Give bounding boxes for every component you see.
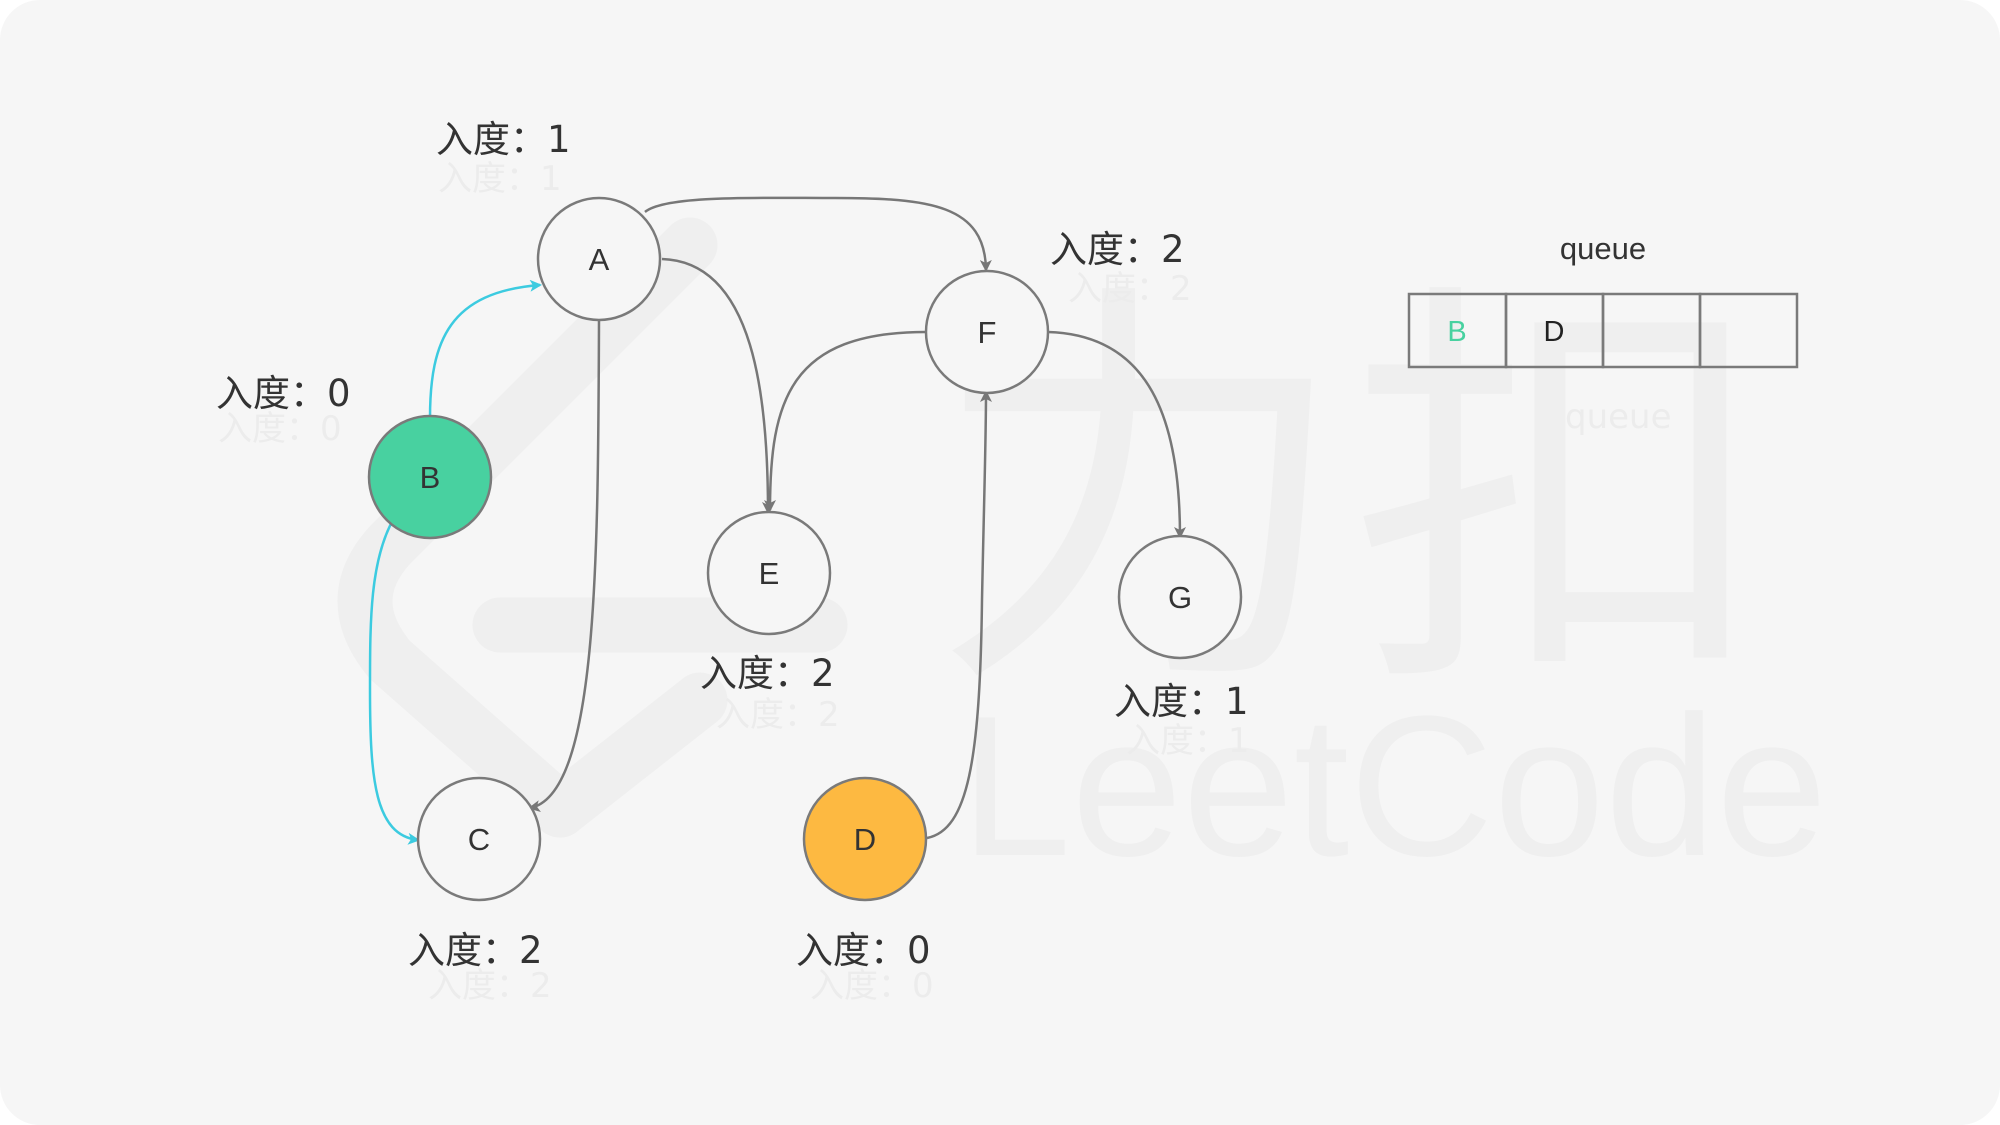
- indegree-ghost-d: 入度：0: [810, 966, 934, 1006]
- edge-f-g: [1047, 330, 1186, 539]
- graph-edges: [368, 196, 1186, 845]
- queue-ghost-title: queue: [1565, 397, 1672, 437]
- node-b: B: [367, 414, 493, 540]
- queue-title: queue: [1560, 231, 1646, 266]
- indegree-label-d: 入度：0: [796, 929, 931, 972]
- queue-item: B: [1447, 316, 1466, 348]
- indegree-ghost-e: 入度：2: [716, 695, 840, 735]
- node-g: G: [1117, 534, 1243, 660]
- node-d-label: D: [854, 822, 876, 857]
- node-b-label: B: [420, 460, 441, 495]
- indegree-label-f: 入度：2: [1050, 228, 1185, 271]
- node-f: F: [924, 269, 1050, 395]
- svg-text:力扣: 力扣: [930, 251, 1770, 740]
- edge-b-a: [428, 279, 542, 419]
- queue-cell: [1698, 292, 1799, 369]
- indegree-ghost-a: 入度：1: [438, 159, 562, 199]
- indegree-label-e: 入度：2: [700, 652, 835, 695]
- indegree-label-b: 入度：0: [216, 372, 351, 415]
- indegree-label-a: 入度：1: [436, 118, 571, 161]
- node-e: E: [706, 510, 832, 636]
- edge-b-c: [368, 517, 420, 845]
- node-a: A: [536, 196, 662, 322]
- queue: queue queue B D: [1407, 231, 1799, 437]
- indegree-ghost-f: 入度：2: [1068, 269, 1192, 309]
- indegree-label-g: 入度：1: [1114, 680, 1249, 723]
- edge-a-e: [661, 257, 774, 514]
- edge-d-f: [926, 390, 992, 840]
- indegree-ghost-c: 入度：2: [428, 966, 552, 1006]
- queue-cells: B D: [1407, 292, 1799, 369]
- watermark-brand-cn: 力扣: [930, 251, 1770, 740]
- node-f-label: F: [978, 315, 997, 350]
- indegree-ghost-b: 入度：0: [218, 409, 342, 449]
- queue-item: D: [1544, 316, 1565, 348]
- edge-a-c: [528, 319, 601, 812]
- indegree-labels: 入度：1 入度：1 入度：0 入度：0 入度：2 入度：2 入度：0 入度：0 …: [216, 118, 1250, 1006]
- indegree-ghost-g: 入度：1: [1126, 721, 1250, 761]
- graph-nodes: A B C D E F G: [367, 196, 1243, 902]
- indegree-label-c: 入度：2: [408, 929, 543, 972]
- node-c: C: [416, 776, 542, 902]
- edge-f-e: [764, 330, 927, 512]
- node-c-label: C: [468, 822, 490, 857]
- node-d: D: [802, 776, 928, 902]
- edge-a-f: [644, 196, 992, 272]
- node-a-label: A: [589, 242, 610, 277]
- watermark-brand-en: LeetCode: [960, 675, 1827, 898]
- node-e-label: E: [759, 556, 780, 591]
- node-g-label: G: [1168, 580, 1192, 615]
